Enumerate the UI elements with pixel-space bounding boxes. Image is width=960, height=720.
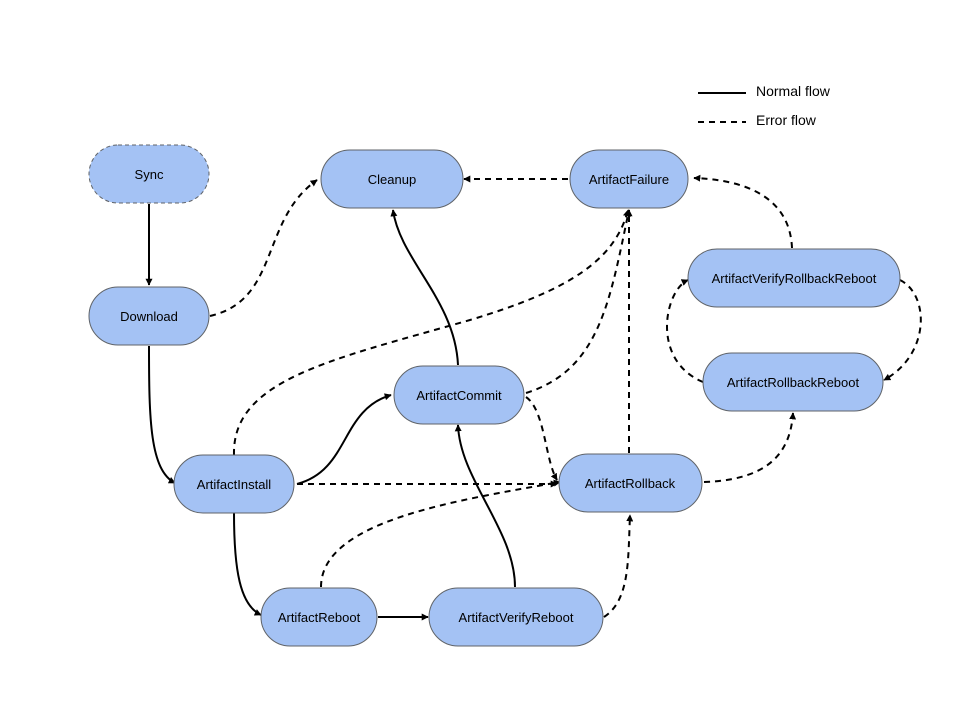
edge-download-cleanup [209, 179, 318, 317]
node-artifact-rollback-label: ArtifactRollback [585, 476, 676, 491]
node-artifact-rollback: ArtifactRollback [558, 453, 703, 513]
node-artifact-install-label: ArtifactInstall [197, 477, 272, 492]
edge-install-commit [296, 393, 392, 485]
node-artifact-reboot-label: ArtifactReboot [278, 610, 361, 625]
edge-verifyreboot-commit [454, 424, 516, 588]
node-artifact-reboot-shape [260, 587, 378, 647]
node-cleanup-shape [320, 149, 464, 209]
node-sync: Sync [88, 144, 210, 204]
node-artifact-verify-reboot-shape [428, 587, 604, 647]
node-artifact-verify-reboot-label: ArtifactVerifyReboot [459, 610, 574, 625]
node-artifact-rollback-reboot-label: ArtifactRollbackReboot [727, 375, 860, 390]
edge-install-reboot [233, 512, 262, 616]
node-artifact-commit-shape [393, 365, 525, 425]
legend-normal-label: Normal flow [756, 83, 831, 99]
node-artifact-verify-reboot: ArtifactVerifyReboot [428, 587, 604, 647]
node-sync-shape [88, 144, 210, 204]
node-download-label: Download [120, 309, 178, 324]
node-download: Download [88, 286, 210, 346]
normal-edges [145, 204, 516, 621]
node-artifact-failure-shape [569, 149, 689, 209]
node-artifact-verify-rollback-reboot: ArtifactVerifyRollbackReboot [687, 248, 901, 308]
node-cleanup-label: Cleanup [368, 172, 416, 187]
node-artifact-rollback-reboot-shape [702, 352, 884, 412]
edge-verifyrollback-failure [693, 174, 793, 249]
edge-reboot-rollback [320, 479, 561, 588]
edge-commit-failure [525, 209, 632, 394]
node-sync-label: Sync [135, 167, 164, 182]
legend: Normal flow Error flow [698, 83, 831, 128]
edge-rollbackreboot-verifyrollback [666, 279, 704, 383]
node-download-shape [88, 286, 210, 346]
node-artifact-install-shape [173, 454, 295, 514]
node-artifact-commit-label: ArtifactCommit [416, 388, 502, 403]
node-cleanup: Cleanup [320, 149, 464, 209]
edge-download-install [148, 345, 176, 484]
edge-rollback-rollbackreboot [703, 412, 797, 483]
node-artifact-failure: ArtifactFailure [569, 149, 689, 209]
edge-verifyreboot-rollback [603, 514, 634, 618]
node-artifact-commit: ArtifactCommit [393, 365, 525, 425]
edge-verifyrollback-rollbackreboot [883, 279, 922, 381]
node-artifact-install: ArtifactInstall [173, 454, 295, 514]
edge-commit-rollback [525, 396, 558, 481]
edge-commit-cleanup [390, 209, 459, 366]
node-artifact-reboot: ArtifactReboot [260, 587, 378, 647]
node-artifact-rollback-shape [558, 453, 703, 513]
node-artifact-rollback-reboot: ArtifactRollbackReboot [702, 352, 884, 412]
node-artifact-failure-label: ArtifactFailure [589, 172, 669, 187]
edge-install-failure [232, 209, 630, 456]
node-artifact-verify-rollback-reboot-label: ArtifactVerifyRollbackReboot [712, 271, 877, 286]
legend-error-label: Error flow [756, 112, 817, 128]
error-edges [209, 174, 922, 618]
node-artifact-verify-rollback-reboot-shape [687, 248, 901, 308]
